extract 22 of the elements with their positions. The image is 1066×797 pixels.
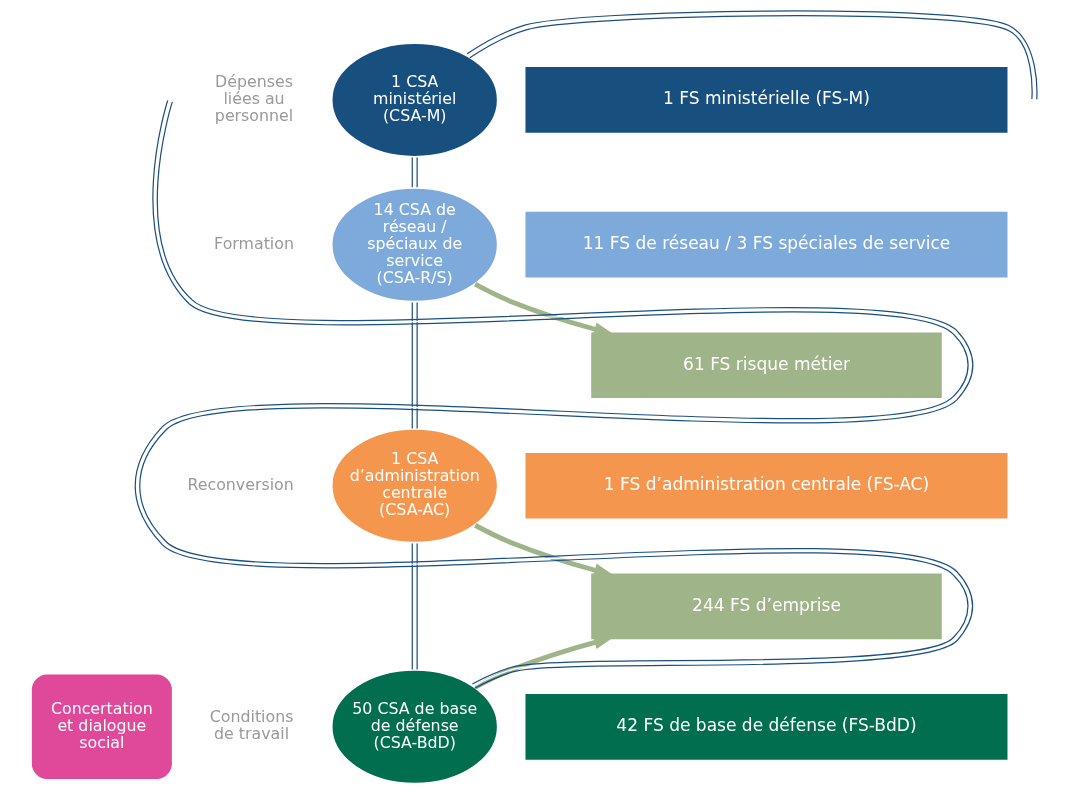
label: Formation [213, 233, 294, 253]
node-box: 1 FS d’administration centrale (FS-AC) [524, 452, 1007, 519]
node-box: 42 FS de base de défense (FS-BdD) [524, 693, 1007, 760]
arrow [473, 523, 614, 577]
node-ellipse: 14 CSA de réseau / spéciaux de service (CSA-R/S) [329, 186, 499, 304]
connector [466, 10, 1038, 100]
node-box: 11 FS de réseau / 3 FS spéciales de service [524, 211, 1007, 278]
label: Reconversion [186, 474, 294, 494]
node-box: Concertation et dialogue social [31, 674, 172, 780]
connector [411, 156, 418, 188]
label: Conditions de travail [209, 707, 293, 744]
node-box: 244 FS d’emprise [590, 573, 942, 640]
node-ellipse: 1 CSA ministériel (CSA-M) [329, 41, 499, 159]
arrow [473, 282, 614, 336]
node-box: 61 FS risque métier [590, 332, 942, 399]
connector [411, 542, 418, 670]
node-box: 1 FS ministérielle (FS-M) [524, 67, 1007, 133]
node-ellipse: 50 CSA de base de défense (CSA-BdD) [329, 668, 499, 786]
label: Dépenses liées au personnel [214, 71, 293, 126]
connector [411, 301, 418, 429]
node-ellipse: 1 CSA d’administration centrale (CSA-AC) [329, 427, 499, 545]
connector [134, 99, 973, 689]
